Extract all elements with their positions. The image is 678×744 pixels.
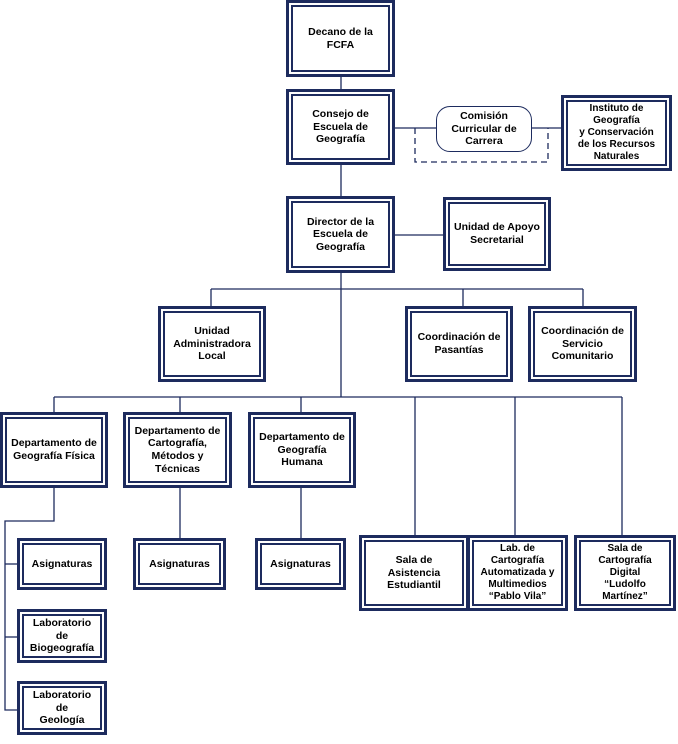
node-sala-digital: Sala de Cartografía Digital “Ludolfo Mar… <box>579 540 671 606</box>
node-consejo-label: Consejo de Escuela de Geografía <box>312 108 369 146</box>
node-administradora-label: Unidad Administradora Local <box>173 325 251 363</box>
node-director: Director de la Escuela de Geografía <box>291 201 390 268</box>
node-dep-cartografia: Departamento de Cartografía, Métodos y T… <box>128 417 227 483</box>
node-dep-humana-label: Departamento de Geografía Humana <box>259 431 345 469</box>
node-comision-label: Comisión Curricular de Carrera <box>451 110 517 148</box>
node-lab-geologia: Laboratorio de Geología <box>22 686 102 730</box>
node-dep-fisica: Departamento de Geografía Física <box>5 417 103 483</box>
node-asig-humana: Asignaturas <box>260 543 341 585</box>
node-asig-fisica-label: Asignaturas <box>31 557 93 570</box>
connector-dep-fisica-children <box>4 485 55 711</box>
node-apoyo: Unidad de Apoyo Secretarial <box>448 202 546 266</box>
node-comision: Comisión Curricular de Carrera <box>436 106 532 152</box>
node-lab-geologia-label: Laboratorio de Geología <box>32 689 92 727</box>
node-asig-fisica: Asignaturas <box>22 543 102 585</box>
node-sala-digital-label: Sala de Cartografía Digital “Ludolfo Mar… <box>598 543 652 602</box>
node-servicio: Coordinación de Servicio Comunitario <box>533 311 632 377</box>
node-lab-cartografia-label: Lab. de Cartografía Automatizada y Multi… <box>480 543 555 602</box>
node-dep-humana: Departamento de Geografía Humana <box>253 417 351 483</box>
node-dep-cartografia-label: Departamento de Cartografía, Métodos y T… <box>134 424 221 475</box>
node-apoyo-label: Unidad de Apoyo Secretarial <box>454 221 540 246</box>
node-decano-label: Decano de la FCFA <box>308 25 373 51</box>
connector-dashed-loop <box>414 128 549 163</box>
node-sala-asistencia: Sala de Asistencia Estudiantil <box>364 540 464 606</box>
node-asig-humana-label: Asignaturas <box>270 557 331 570</box>
node-administradora: Unidad Administradora Local <box>163 311 261 377</box>
node-asig-cartografia: Asignaturas <box>138 543 221 585</box>
node-decano: Decano de la FCFA <box>291 5 390 72</box>
node-lab-biogeografia: Laboratorio de Biogeografía <box>22 614 102 658</box>
node-servicio-label: Coordinación de Servicio Comunitario <box>541 325 624 363</box>
node-instituto-label: Instituto de Geografía y Conservación de… <box>577 103 656 162</box>
node-consejo: Consejo de Escuela de Geografía <box>291 94 390 160</box>
node-dep-fisica-label: Departamento de Geografía Física <box>11 437 97 462</box>
node-lab-biogeografia-label: Laboratorio de Biogeografía <box>29 617 95 655</box>
node-director-label: Director de la Escuela de Geografía <box>306 215 375 253</box>
node-pasantias: Coordinación de Pasantías <box>410 311 508 377</box>
node-lab-cartografia: Lab. de Cartografía Automatizada y Multi… <box>472 540 563 606</box>
node-pasantias-label: Coordinación de Pasantías <box>417 331 501 356</box>
node-sala-asistencia-label: Sala de Asistencia Estudiantil <box>387 554 441 592</box>
node-asig-cartografia-label: Asignaturas <box>149 557 210 570</box>
node-instituto: Instituto de Geografía y Conservación de… <box>566 100 667 166</box>
